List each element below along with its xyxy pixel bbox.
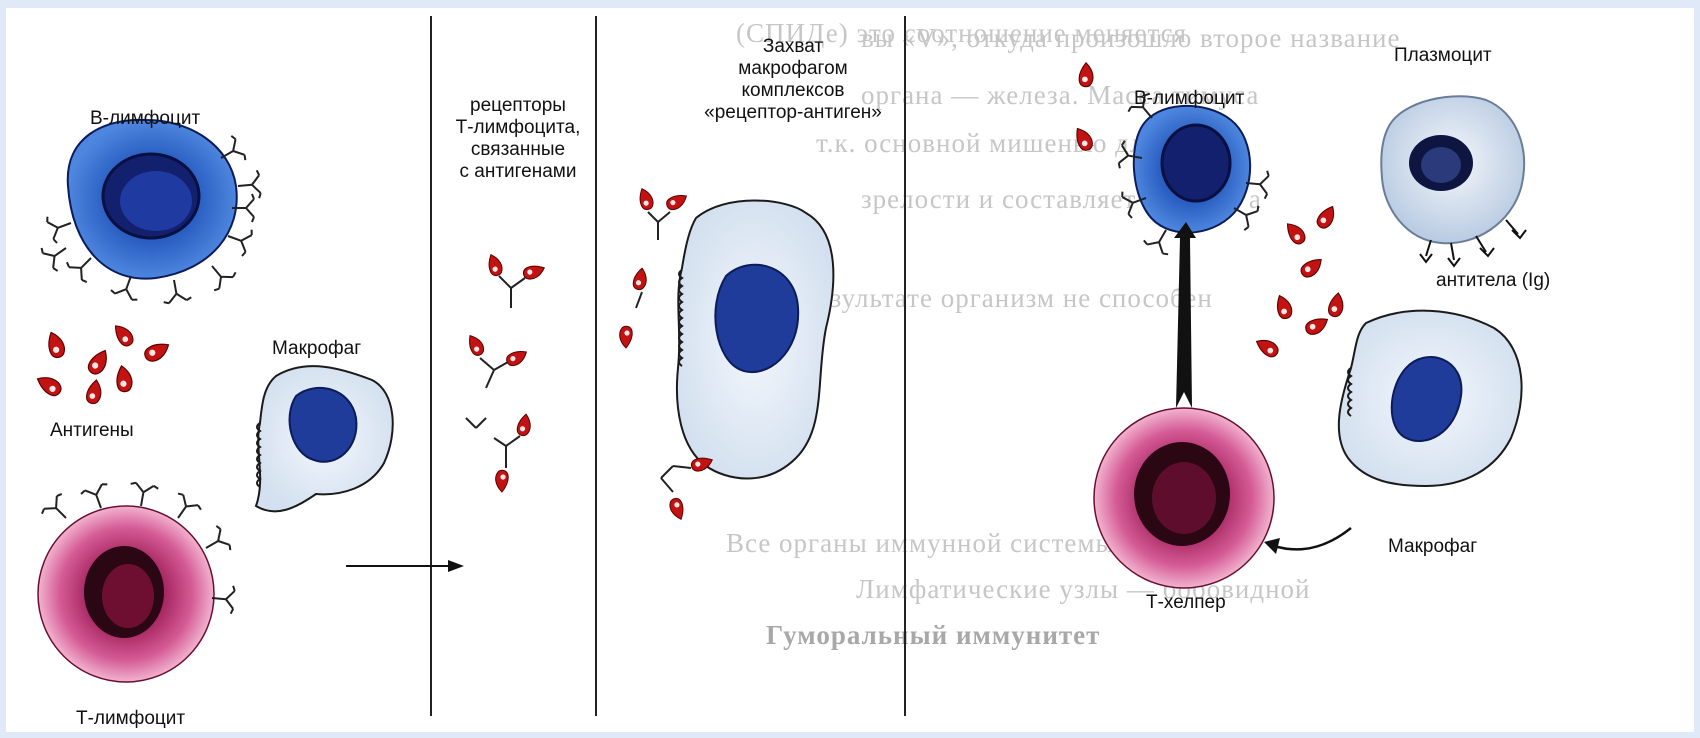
label-macrophage-right: Макрофаг [1388,536,1477,558]
macrophage-capture-cell [620,187,834,522]
presentation-arrow [1264,528,1351,554]
macrophage-cell-right [1339,311,1522,486]
figure-page: (СПИДе) это соотношение меняется т.к. ос… [6,8,1694,732]
process-arrow [346,560,464,572]
label-antibodies: антитела (Ig) [1436,270,1550,292]
label-receptors-line: связанные [448,139,588,161]
antigen-cluster [34,321,172,404]
label-b-lymphocyte-right: В-лимфоцит [1134,88,1244,110]
label-t-lymphocyte: Т-лимфоцит [76,708,185,730]
label-receptors: рецепторы Т-лимфоцита, связанные с антиг… [448,95,588,183]
label-b-lymphocyte: В-лимфоцит [90,108,200,130]
b-lymphocyte-cell [40,120,261,304]
plasmocyte-cell [1381,96,1526,266]
label-plasmocyte: Плазмоцит [1394,45,1492,67]
label-receptors-line: Т-лимфоцита, [448,117,588,139]
t-lymphocyte-cell [38,482,235,682]
label-capture-line: макрофагом [698,58,888,80]
label-macrophage: Макрофаг [272,338,361,360]
label-receptors-line: рецепторы [448,95,588,117]
label-receptors-line: с антигенами [448,161,588,183]
b-lymphocyte-cell-right [1118,92,1269,256]
macrophage-cell [256,366,393,511]
receptor-antigen-complexes [465,253,547,492]
label-capture-line: Захват [698,36,888,58]
label-capture-line: «рецептор-антиген» [698,102,888,124]
label-t-helper: Т-хелпер [1146,592,1226,614]
label-antigens: Антигены [50,420,134,442]
label-capture: Захват макрофагом комплексов «рецептор-а… [698,36,888,124]
t-helper-cell [1094,408,1274,588]
activation-arrow [1174,222,1196,408]
label-capture-line: комплексов [698,80,888,102]
